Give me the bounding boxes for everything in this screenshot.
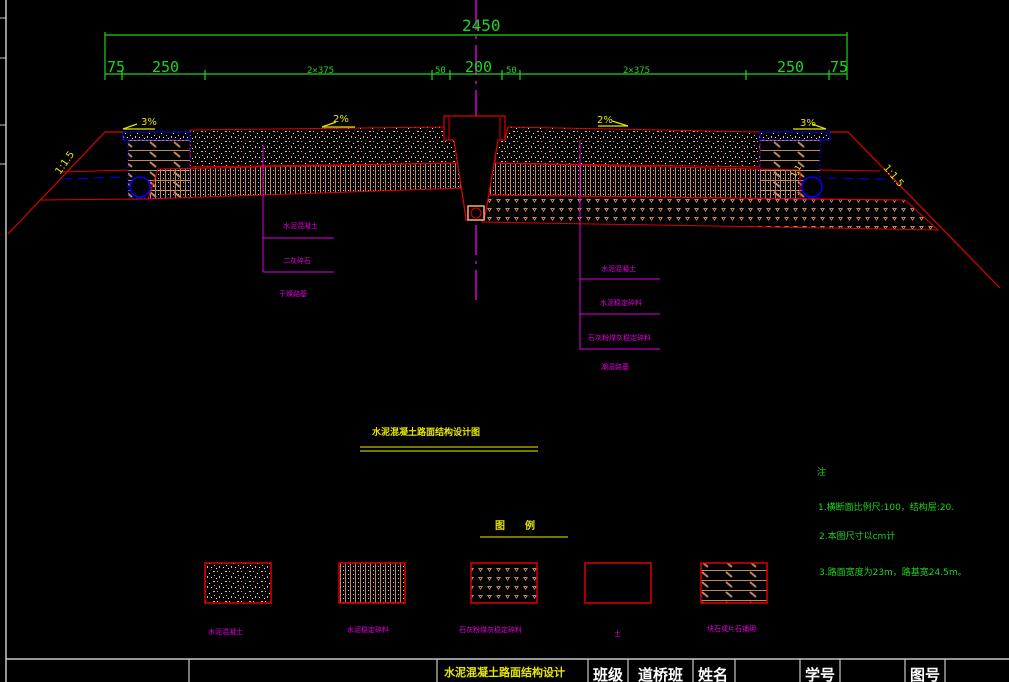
dimension-lines (104, 32, 848, 80)
right-callout-3: 石灰粉煤灰稳定碎料 (588, 333, 651, 342)
note-2: 2.本图尺寸以cm计 (819, 530, 895, 542)
legend-heading-a: 图 (495, 520, 505, 532)
title-block-name-label: 姓名 (698, 666, 728, 682)
legend-swatch-stripes (338, 562, 406, 604)
legend-label-5: 块石或片石铺砌 (707, 624, 756, 633)
left-callout-2: 二灰碎石 (283, 256, 311, 265)
left-drain-pipe (129, 176, 151, 198)
left-callout (262, 145, 334, 273)
right-subbase-layer (481, 194, 940, 231)
right-callout (579, 140, 660, 350)
slope-markers (122, 120, 827, 130)
note-3: 3.路面宽度为23m，路基宽24.5m。 (819, 566, 967, 578)
title-block-class-label: 班级 (593, 666, 624, 682)
dim-seg-4: 50 (435, 66, 446, 76)
title-block-project: 水泥混凝土路面结构设计 (444, 665, 565, 679)
left-callout-1: 水泥混凝土 (283, 221, 318, 230)
left-shoulder-top (122, 131, 191, 141)
slope-right-shoulder: 3% (800, 118, 816, 129)
legend-label-1: 水泥混凝土 (208, 627, 243, 636)
legend-swatch-concrete (204, 562, 272, 604)
slope-left-shoulder: 3% (141, 117, 157, 128)
slope-right-lane: 2% (597, 115, 613, 126)
legend-swatch-soil (584, 562, 652, 604)
legend-swatch-masonry (700, 562, 768, 604)
title-block-drawing-no-label: 图号 (910, 666, 940, 682)
notes-heading: 注 (817, 466, 826, 478)
dim-seg-2: 250 (152, 58, 179, 76)
legend-label-4: 土 (614, 629, 621, 638)
left-embankment (7, 131, 123, 235)
median-drain (467, 205, 485, 221)
dim-seg-8: 250 (777, 58, 804, 76)
drawing-title: 水泥混凝土路面结构设计图 (372, 426, 480, 438)
pavement-cross-section (7, 115, 1001, 289)
dim-seg-6: 50 (506, 66, 517, 76)
title-block (188, 659, 946, 682)
slope-left-embankment: 1:1.5 (53, 149, 77, 176)
right-embankment (830, 131, 1001, 289)
left-base-layer (147, 162, 466, 200)
slope-right-embankment: 1:1.5 (881, 163, 906, 190)
dim-seg-9: 75 (830, 58, 848, 76)
dim-overall: 2450 (462, 16, 501, 35)
right-shoulder-top (759, 131, 831, 141)
legend-swatch-triangles (470, 562, 538, 604)
right-concrete-layer (494, 126, 761, 168)
right-drain-pipe (801, 176, 823, 198)
slope-left-lane: 2% (333, 114, 349, 125)
legend-label-2: 水泥稳定碎料 (347, 625, 389, 634)
left-callout-3: 干燥路基 (279, 289, 307, 298)
dim-seg-1: 75 (107, 58, 125, 76)
dim-seg-7: 2×375 (623, 66, 650, 76)
note-1: 1.横断面比例尺:100，结构层:20. (818, 501, 954, 513)
legend-label-3: 石灰粉煤灰稳定碎料 (459, 625, 522, 634)
legend-heading-b: 例 (525, 519, 535, 532)
right-callout-2: 水泥稳定碎料 (600, 298, 642, 307)
dim-seg-3: 2×375 (307, 66, 334, 76)
right-callout-1: 水泥混凝土 (601, 264, 636, 273)
dim-seg-5: 200 (465, 58, 492, 76)
right-base-layer (486, 162, 801, 200)
title-block-class-value: 道桥班 (638, 666, 683, 682)
left-concrete-layer (189, 126, 459, 168)
title-block-id-label: 学号 (805, 666, 835, 682)
right-callout-4: 潮湿路基 (601, 362, 629, 371)
